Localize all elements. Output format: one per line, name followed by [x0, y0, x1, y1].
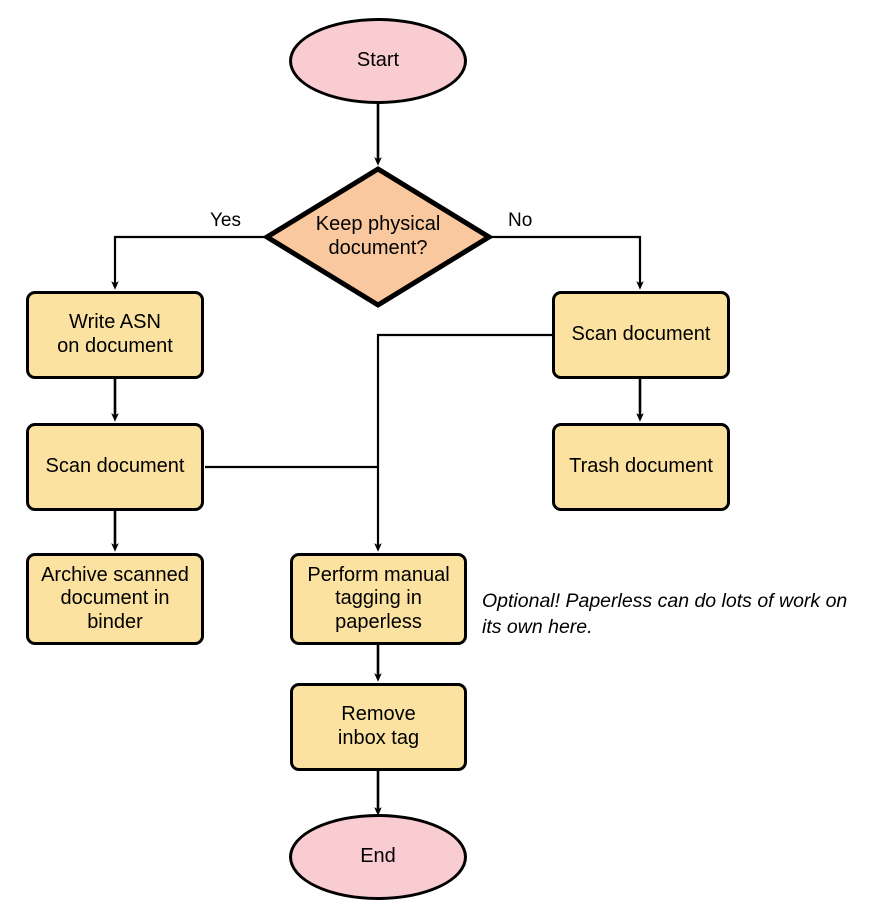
node-end[interactable]: End [289, 814, 467, 900]
edge-decision-no-to-scan-right [491, 235, 644, 290]
node-start-label: Start [356, 49, 400, 72]
node-start[interactable]: Start [289, 18, 467, 104]
node-scan-document-right[interactable]: Scan document [552, 291, 730, 379]
node-manual-tagging-label-line1: Perform manual [307, 563, 450, 586]
node-archive-label-line2: document in [60, 587, 170, 610]
node-write-asn[interactable]: Write ASN on document [26, 291, 204, 379]
node-scan-document-right-label: Scan document [571, 323, 711, 346]
optional-note-line1: Optional! Paperless can do lots of work … [482, 590, 848, 612]
decision-shape [263, 166, 493, 308]
node-end-label: End [360, 845, 396, 868]
node-scan-document-left-label: Scan document [45, 455, 185, 478]
node-archive-label-line3: binder [87, 610, 143, 633]
node-trash-document[interactable]: Trash document [552, 423, 730, 511]
edge-decision-yes-to-write-asn [111, 235, 265, 290]
node-keep-physical-document[interactable]: Keep physical document? [263, 165, 493, 309]
node-write-asn-label-line2: on document [57, 335, 173, 357]
node-manual-tagging-label-line2: tagging in [335, 587, 422, 610]
node-archive-label-line1: Archive scanned [41, 563, 189, 586]
node-manual-tagging-label-line3: paperless [335, 610, 422, 633]
node-archive-in-binder[interactable]: Archive scanned document in binder [26, 553, 204, 645]
node-manual-tagging[interactable]: Perform manual tagging in paperless [290, 553, 467, 645]
edge-label-yes: Yes [210, 210, 241, 231]
node-write-asn-label-line1: Write ASN [69, 311, 161, 334]
edge-scan-right-to-tagging [374, 333, 552, 552]
node-remove-inbox-tag-label-line1: Remove [341, 703, 416, 726]
edge-label-no: No [508, 210, 533, 231]
node-scan-document-left[interactable]: Scan document [26, 423, 204, 511]
node-remove-inbox-tag-label-line2: inbox tag [337, 727, 420, 749]
optional-note-line2: its own here. [482, 616, 593, 639]
optional-note: Optional! Paperless can do lots of work … [482, 588, 882, 641]
node-trash-document-label: Trash document [569, 455, 713, 478]
node-remove-inbox-tag[interactable]: Remove inbox tag [290, 683, 467, 771]
